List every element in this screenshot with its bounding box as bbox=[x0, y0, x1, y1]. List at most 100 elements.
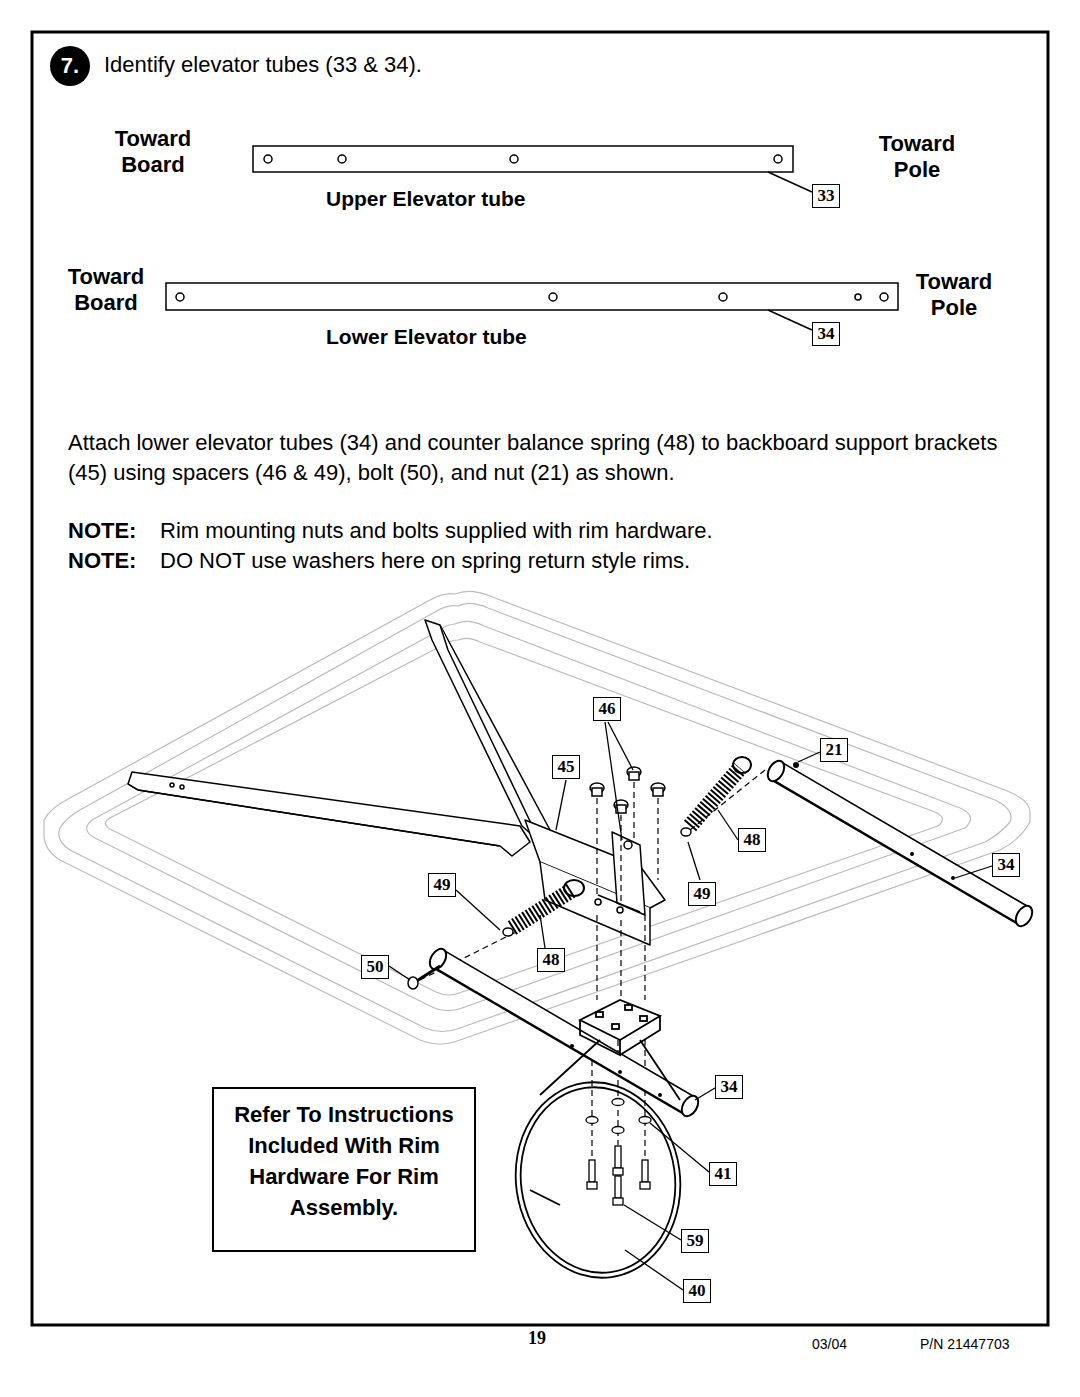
callout-number: 49 bbox=[428, 873, 456, 897]
illustration-part bbox=[586, 1117, 598, 1124]
callout-number: 34 bbox=[715, 1075, 743, 1099]
illustration-part bbox=[798, 752, 820, 762]
illustration-part bbox=[580, 1000, 660, 1040]
illustration-part bbox=[779, 772, 1023, 915]
illustration-part bbox=[642, 1160, 648, 1182]
springs bbox=[503, 757, 751, 936]
illustration-part bbox=[440, 625, 540, 842]
illustration-part bbox=[596, 798, 597, 898]
illustration-part bbox=[180, 785, 184, 789]
illustration-part bbox=[253, 146, 793, 172]
note-box: Refer To Instructions Included With Rim … bbox=[212, 1087, 476, 1252]
illustration-part bbox=[503, 928, 513, 936]
illustration-part bbox=[530, 1190, 560, 1205]
illustration-part bbox=[688, 842, 700, 880]
nuts bbox=[590, 767, 665, 813]
illustration-part bbox=[719, 293, 727, 301]
illustration-part bbox=[653, 788, 663, 796]
illustration-part bbox=[657, 798, 658, 880]
illustration-part bbox=[681, 828, 691, 836]
illustration-part bbox=[556, 780, 566, 830]
date-code: 03/04 bbox=[812, 1336, 847, 1352]
illustration-part bbox=[640, 1182, 650, 1189]
illustration-part bbox=[955, 866, 992, 878]
direction-label: Toward Pole bbox=[859, 131, 975, 183]
illustration-part bbox=[718, 810, 738, 840]
illustration-part bbox=[440, 960, 690, 1106]
page-frame bbox=[32, 32, 1048, 1325]
illustration-part bbox=[425, 620, 550, 842]
illustration-part bbox=[690, 768, 740, 826]
part-name: Lower Elevator tube bbox=[326, 325, 527, 349]
illustration-part bbox=[540, 1040, 680, 1100]
illustration-part bbox=[595, 899, 601, 905]
illustration-part bbox=[408, 977, 418, 989]
illustration-part bbox=[620, 920, 621, 1005]
note-label: NOTE: bbox=[68, 548, 136, 574]
illustration-part bbox=[768, 172, 812, 192]
callout-number: 48 bbox=[537, 948, 565, 972]
illustration-part bbox=[615, 1146, 621, 1168]
illustration-part bbox=[793, 762, 799, 768]
note-text: DO NOT use washers here on spring return… bbox=[160, 548, 690, 574]
illustration-part bbox=[629, 772, 639, 780]
direction-label: Toward Board bbox=[95, 126, 211, 178]
illustration-part bbox=[503, 1072, 693, 1289]
callout-number: 34 bbox=[812, 322, 840, 346]
illustration-part bbox=[456, 890, 500, 930]
illustration-part bbox=[589, 1160, 595, 1182]
illustration-part bbox=[624, 841, 632, 849]
callout-number: 40 bbox=[683, 1279, 711, 1303]
illustration-part bbox=[620, 1016, 660, 1055]
illustration-part bbox=[580, 1020, 620, 1055]
step-number-circle: 7. bbox=[50, 46, 90, 86]
illustration-part bbox=[128, 772, 530, 856]
bolts-washers bbox=[586, 1099, 651, 1206]
callout-number: 41 bbox=[709, 1162, 737, 1186]
illustration-part bbox=[389, 966, 410, 980]
illustration-part bbox=[512, 890, 572, 928]
instruction-text: Attach lower elevator tubes (34) and cou… bbox=[68, 428, 1038, 488]
illustration-part bbox=[1012, 903, 1035, 929]
illustration-part bbox=[612, 1127, 624, 1134]
illustration-part bbox=[605, 722, 622, 840]
callout-number: 46 bbox=[593, 697, 621, 721]
illustration-part bbox=[264, 155, 272, 163]
illustration-part bbox=[549, 293, 557, 301]
illustration-part bbox=[608, 722, 633, 770]
rim bbox=[503, 1000, 693, 1288]
illustration-part bbox=[510, 155, 518, 163]
illustration-part bbox=[166, 283, 898, 310]
illustration-part bbox=[951, 876, 955, 880]
illustration-part bbox=[644, 1040, 645, 1158]
support-brackets bbox=[128, 620, 665, 945]
illustration-part bbox=[880, 293, 888, 301]
illustration-part bbox=[695, 1088, 715, 1100]
illustration-part bbox=[678, 1093, 701, 1119]
illustration-part bbox=[733, 757, 751, 773]
step-title: Identify elevator tubes (33 & 34). bbox=[104, 52, 422, 78]
lower-tube bbox=[166, 283, 898, 330]
illustration-part bbox=[564, 880, 584, 896]
illustration-part bbox=[598, 895, 640, 912]
elevator-tubes bbox=[408, 758, 1036, 1119]
note-label: NOTE: bbox=[68, 518, 136, 544]
callout-number: 33 bbox=[812, 184, 840, 208]
direction-label: Toward Pole bbox=[896, 269, 1012, 321]
illustration-part bbox=[509, 1077, 687, 1283]
illustration-part bbox=[441, 960, 689, 1105]
illustration-part bbox=[625, 1005, 632, 1010]
illustration-part bbox=[778, 772, 1024, 916]
callout-number: 45 bbox=[552, 755, 580, 779]
callout-number: 49 bbox=[688, 882, 716, 906]
note-text: Rim mounting nuts and bolts supplied wit… bbox=[160, 518, 713, 544]
illustration-part bbox=[618, 1070, 622, 1074]
page-number: 19 bbox=[528, 1328, 546, 1349]
illustration-part bbox=[540, 915, 545, 948]
illustration-part bbox=[625, 1250, 683, 1290]
illustration-part bbox=[658, 1093, 662, 1097]
illustration-part bbox=[639, 1117, 651, 1124]
step-number: 7. bbox=[61, 55, 79, 77]
illustration-part bbox=[855, 294, 861, 300]
illustration-part bbox=[570, 1044, 574, 1048]
